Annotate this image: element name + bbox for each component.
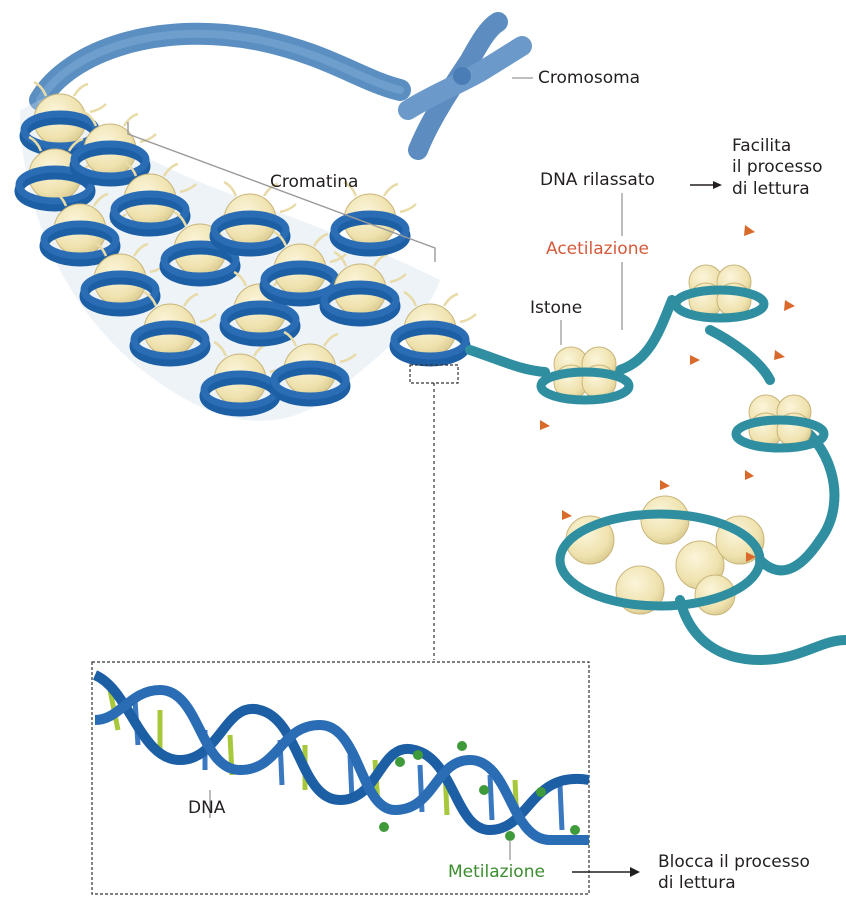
zoom-selection [410,365,458,383]
label-acetylation: Acetilazione [546,239,649,259]
label-reading-blocked: Blocca il processo di lettura [658,852,810,895]
label-relaxed-dna: DNA rilassato [540,170,655,190]
label-reading-facilitated: Facilita il processo di lettura [732,136,823,200]
label-methylation: Metilazione [448,862,545,882]
chromosome-illustration [408,22,522,150]
condensed-chromatin [19,82,476,421]
label-histone: Istone [530,298,582,318]
relaxed-nucleosomes [541,265,824,615]
label-chromosome: Cromosoma [538,68,640,88]
dna-inset-frame [92,662,589,894]
label-dna: DNA [188,798,225,818]
label-chromatin: Cromatina [270,172,358,192]
